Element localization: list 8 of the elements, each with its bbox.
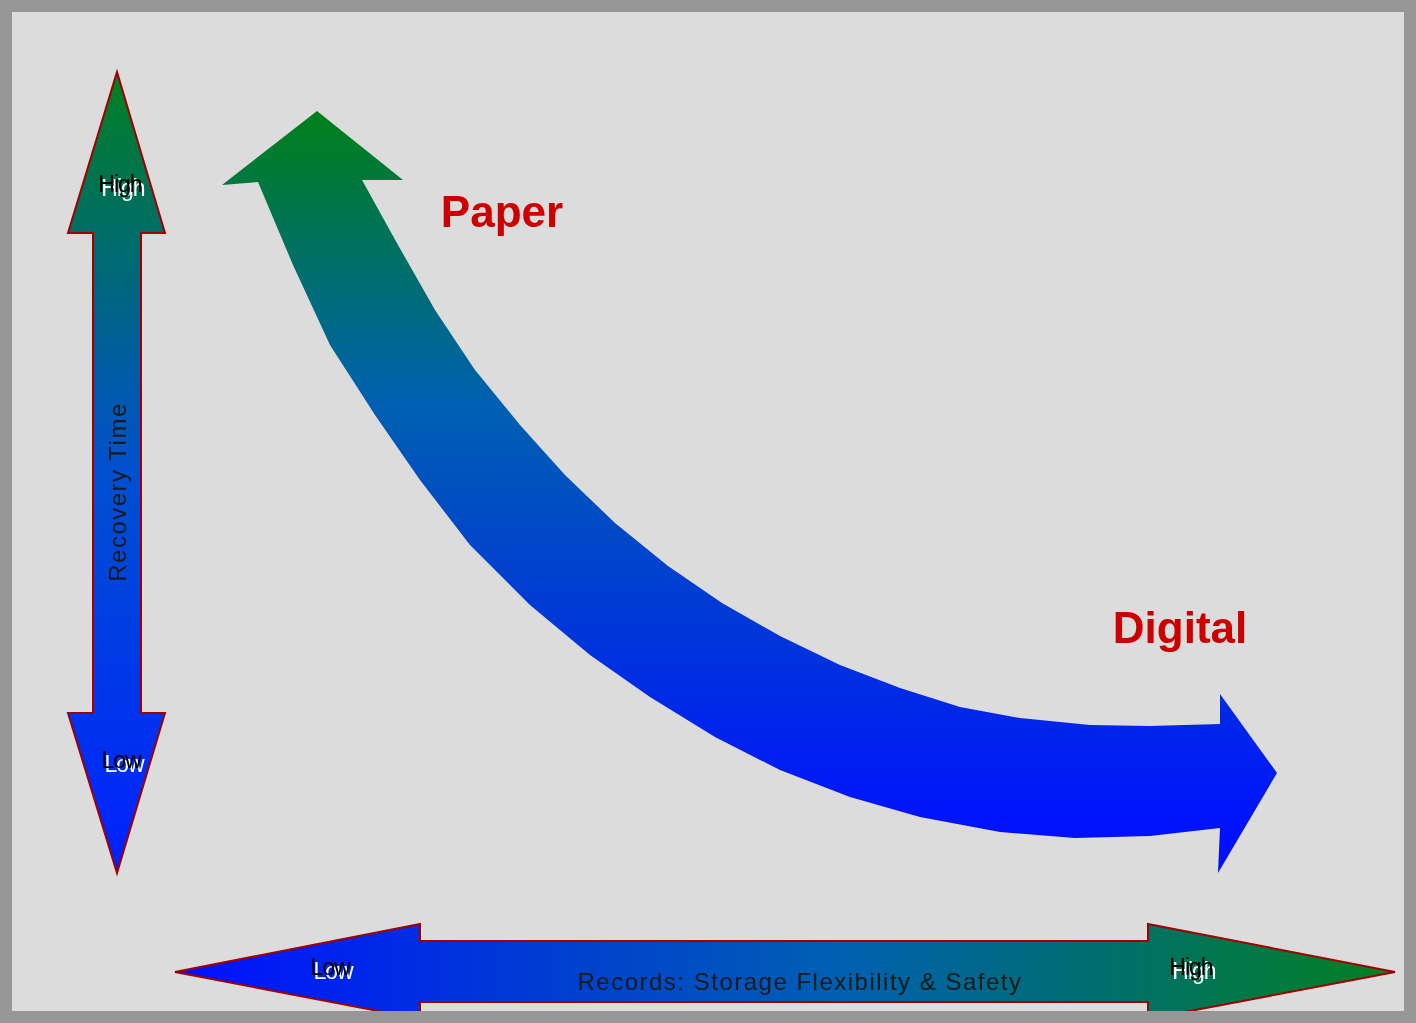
axis-title: Recovery Time <box>106 402 130 582</box>
axis-title: Records: Storage Flexibility & Safety <box>577 970 1023 994</box>
axis-tick-label: Low <box>310 955 350 979</box>
series-label: Paper <box>440 187 564 237</box>
axis-tick-label: High <box>1169 955 1213 979</box>
axis-tick-label: High <box>98 172 142 196</box>
series-label: Digital <box>1112 603 1248 653</box>
axis-tick-label: Low <box>101 748 141 772</box>
